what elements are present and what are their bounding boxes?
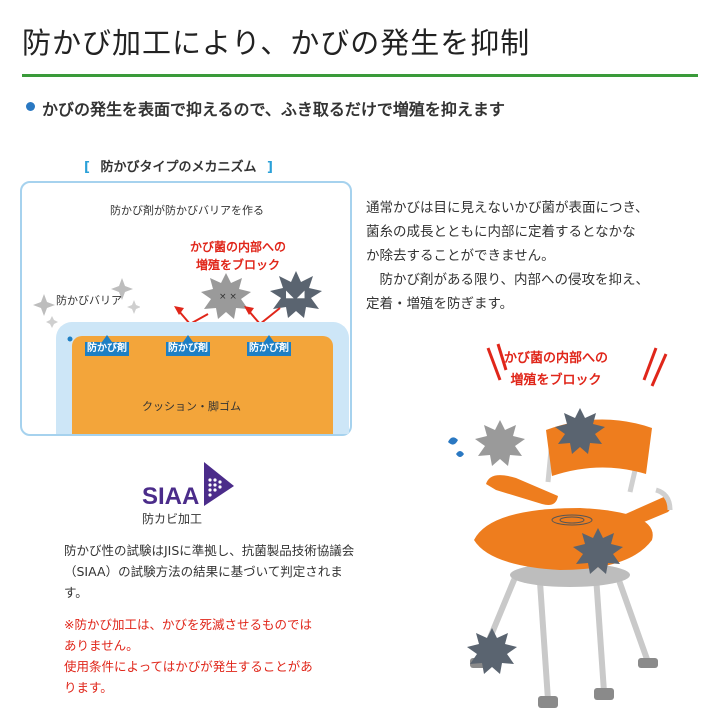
description-line: 通常かびは目に見えないかび菌が表面につき、 [366,200,649,216]
note-line: ります。 [64,680,113,695]
block-callout-line1: かび菌の内部への [190,240,287,254]
barrier-label: 防かびバリア [56,294,122,307]
panel-heading: 防かび剤が防かびバリアを作る [110,204,264,217]
marker-dot-icon [67,336,73,342]
note-line: ありません。 [64,638,139,653]
mechanism-title-text: 防かびタイプのメカニズム [100,160,257,175]
sparkle-icon [33,278,140,328]
shower-chair-image [448,408,673,708]
note-line: ※防かび加工は、かびを死滅させるものでは [64,617,312,632]
mold-germ-icon: × × [201,273,251,319]
emphasis-lines-icon [486,343,668,387]
description-line: 防かび剤がある限り、内部への侵攻を抑え、 [366,272,649,288]
bracket-open: [ [84,160,90,175]
siaa-label: 防カビ加工 [142,512,203,526]
siaa-logo-text: SIAA [142,483,199,508]
block-callout-line2: 増殖をブロック [196,258,281,272]
title-divider [22,74,698,77]
agent-marker: 防かび剤 [247,335,291,356]
arrow-up-icon [264,335,274,342]
block-callout: かび菌の内部への 増殖をブロック [190,238,286,274]
svg-text:◣ ◢: ◣ ◢ [286,289,305,300]
siaa-logo: SIAA [142,462,234,508]
chair-callout-line2: 増殖をブロック [510,373,602,388]
description-paragraph: 通常かびは目に見えないかび菌が表面につき、 菌糸の成長とともに内部に定着するとな… [366,196,706,316]
page-title: 防かび加工により、かびの発生を抑制 [22,26,531,60]
description-line: か除去することができません。 [366,248,555,264]
note-line: 使用条件によってはかびが発生することがあ [64,659,313,674]
subtitle: かびの発生を表面で抑えるので、ふき取るだけで増殖を抑えます [42,100,505,119]
description-line: 定着・増殖を防ぎます。 [366,296,514,312]
chair-block-callout: かび菌の内部への 増殖をブロック [504,348,608,392]
agent-label: 防かび剤 [85,342,129,356]
cushion-label: クッション・脚ゴム [142,400,241,413]
agent-label: 防かび剤 [247,342,291,356]
mold-germ-icon: ◣ ◢ [270,271,322,318]
chair-callout-line1: かび菌の内部への [504,351,609,366]
mechanism-title: [ 防かびタイプのメカニズム ] [84,156,273,175]
svg-text:× ×: × × [219,292,237,302]
siaa-test-text: 防かび性の試験はJISに準拠し、抗菌製品技術協議会（SIAA）の試験方法の結果に… [64,543,355,600]
arrow-up-icon [102,335,112,342]
bullet-dot-icon [26,102,35,111]
bracket-close: ] [267,160,273,175]
agent-label: 防かび剤 [166,342,210,356]
arrow-up-icon [183,335,193,342]
description-line: 菌糸の成長とともに内部に定着するとなかな [366,224,636,240]
agent-marker: 防かび剤 [85,335,129,356]
disclaimer-note: ※防かび加工は、かびを死滅させるものでは ありません。 使用条件によってはかびが… [64,614,364,698]
agent-marker: 防かび剤 [166,335,210,356]
